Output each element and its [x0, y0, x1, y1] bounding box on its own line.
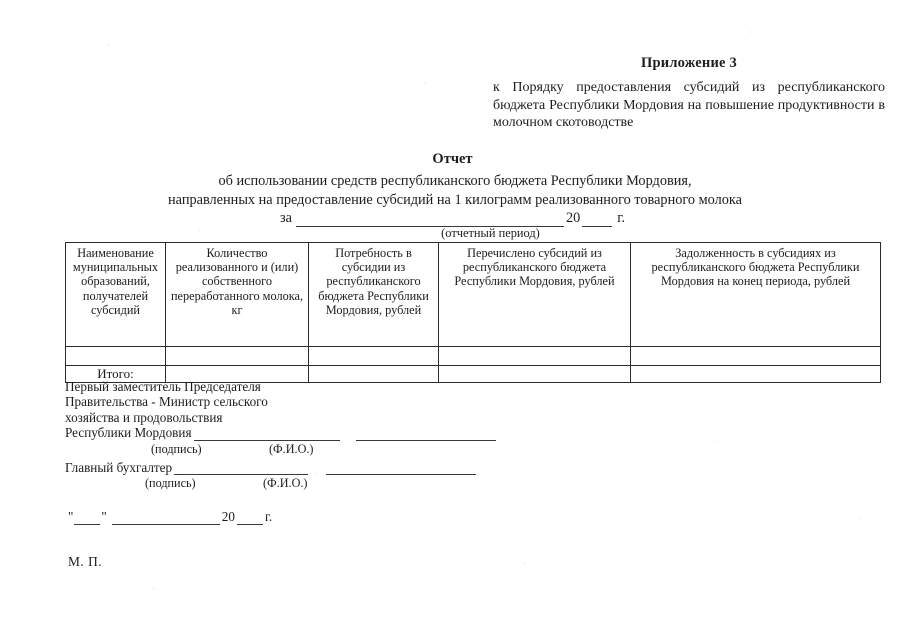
document-subtitle-line-1: об использовании средств республиканског… [218, 173, 692, 189]
table-header-cell-debt: Задолженность в субсидиях из республикан… [630, 242, 881, 347]
minister-signature-rule[interactable] [193, 427, 340, 441]
minister-fio-rule[interactable] [355, 427, 496, 441]
table-cell-transferred[interactable] [438, 346, 631, 366]
date-year-suffix: г. [264, 509, 273, 524]
minister-title-line-3: хозяйства и продовольствия [65, 409, 223, 425]
table-header-cell-name: Наименование муниципальных образований, … [65, 242, 166, 347]
table-cell-requirement[interactable] [308, 346, 439, 366]
reporting-period-line: за 20 г. [0, 210, 905, 227]
page-title: Отчет [432, 151, 473, 167]
report-table: Наименование муниципальных образований, … [65, 242, 881, 383]
stamp-placeholder: М. П. [68, 554, 103, 569]
appendix-title: Приложение 3 [641, 55, 737, 71]
table-cell-quantity[interactable] [165, 346, 309, 366]
accountant-signature-line: Главный бухгалтер [65, 460, 865, 476]
accountant-fio-rule[interactable] [326, 461, 477, 476]
period-year-input-rule[interactable] [582, 213, 613, 227]
period-input-rule[interactable] [295, 213, 564, 227]
table-header-cell-transferred: Перечислено субсидий из республиканского… [438, 242, 631, 347]
accountant-label: Главный бухгалтер [65, 460, 173, 476]
caption-signature: (подпись) [151, 441, 202, 456]
appendix-header: Приложение 3 к Порядку предоставления су… [493, 55, 885, 132]
table-total-label: Итого: [65, 365, 166, 383]
date-quote-open: " [68, 509, 74, 524]
period-year-prefix: 20 [565, 210, 581, 226]
accountant-signature-group: Главный бухгалтер (подпись) (Ф.И.О.) [65, 460, 865, 492]
caption-fio: (Ф.И.О.) [269, 441, 314, 456]
caption-signature: (подпись) [145, 476, 196, 491]
date-year-rule[interactable] [236, 511, 263, 525]
date-line: " " 20 г. [68, 509, 272, 525]
date-year-prefix: 20 [221, 509, 235, 524]
table-row[interactable] [65, 346, 881, 366]
minister-signature-line: Республики Мордовия [65, 425, 865, 441]
period-caption: (отчетный период) [441, 226, 540, 240]
period-year-suffix: г. [617, 210, 626, 226]
document-subtitle-line-2: направленных на предоставление субсидий … [168, 192, 742, 208]
table-total-cell-debt[interactable] [630, 365, 881, 383]
accountant-signature-rule[interactable] [174, 461, 309, 476]
date-quote-close: " [101, 509, 107, 524]
table-cell-name[interactable] [65, 346, 166, 366]
table-header-cell-quantity: Количество реализованного и (или) собств… [165, 242, 309, 347]
period-label: за [279, 210, 292, 226]
minister-signature-captions: (подпись) (Ф.И.О.) [65, 442, 865, 457]
table-header-row: Наименование муниципальных образований, … [65, 242, 881, 347]
date-month-rule[interactable] [111, 511, 220, 525]
minister-title-line-2: Правительства - Министр сельского [65, 394, 268, 410]
signature-block: Первый заместитель Председателя Правител… [65, 379, 865, 494]
date-day-rule[interactable] [74, 511, 101, 525]
minister-title-line-1: Первый заместитель Председателя [65, 379, 261, 394]
minister-title-line-4: Республики Мордовия [65, 425, 192, 441]
document-subtitle: об использовании средств республиканског… [60, 172, 850, 210]
appendix-reference-text: к Порядку предоставления субсидий из рес… [493, 80, 885, 130]
table-header-cell-requirement: Потребность в субсидии из республиканско… [308, 242, 439, 347]
table-cell-debt[interactable] [630, 346, 881, 366]
caption-fio: (Ф.И.О.) [263, 476, 308, 491]
accountant-signature-captions: (подпись) (Ф.И.О.) [65, 476, 865, 491]
table-total-row[interactable]: Итого: [65, 365, 881, 383]
